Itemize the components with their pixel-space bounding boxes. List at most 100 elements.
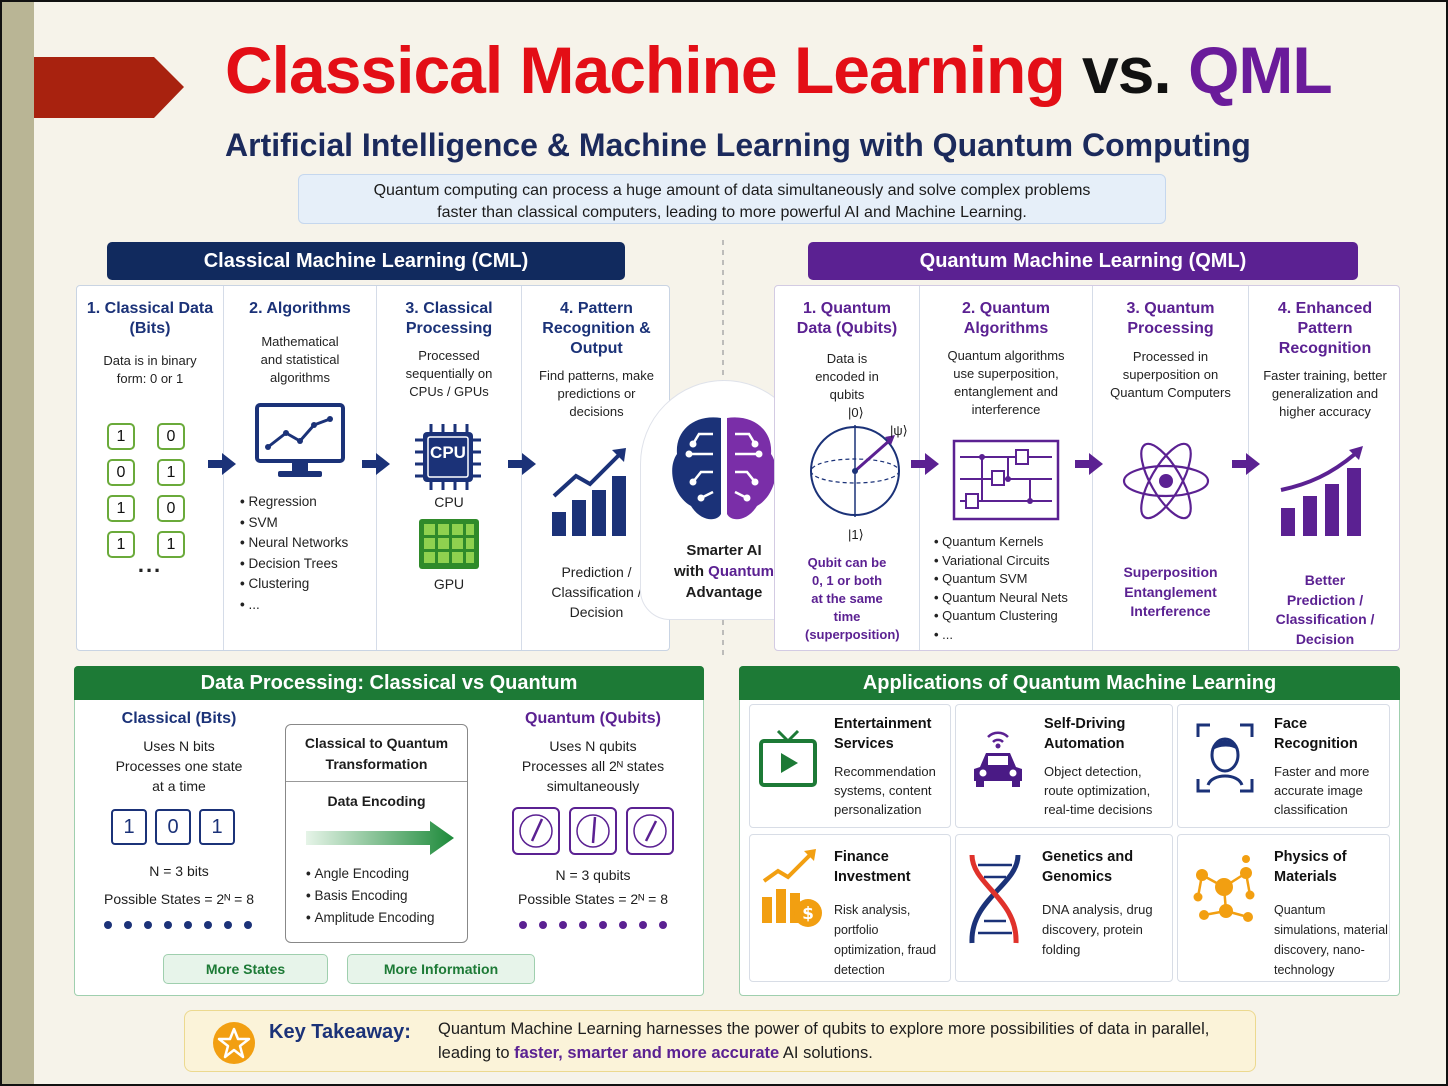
bit-box: 1 <box>111 809 147 845</box>
qml-col3-title: 3. Quantum Processing <box>1126 300 1215 337</box>
atom-icon <box>1122 442 1210 520</box>
list-item: Clustering <box>240 574 348 595</box>
qml-col4-title: 4. Enhanced Pattern Recognition <box>1277 300 1373 357</box>
more-states-button[interactable]: More States <box>163 954 328 984</box>
takeaway-emphasis: faster, smarter and more accurate <box>514 1044 780 1062</box>
app-title: Finance Investment <box>834 849 911 885</box>
molecule-icon <box>1193 855 1255 922</box>
list-item: Quantum Clustering <box>934 607 1068 626</box>
list-item: Quantum SVM <box>934 570 1068 589</box>
app-desc: Risk analysis, portfolio optimization, f… <box>834 903 937 977</box>
list-item: Basis Encoding <box>306 885 435 907</box>
takeaway-text: Quantum Machine Learning harnesses the p… <box>438 1017 1209 1065</box>
bit: 1 <box>157 459 185 486</box>
qml-processing-result: Superposition Entanglement Interference <box>1123 564 1218 619</box>
center-line-2a: with <box>673 563 709 580</box>
left-decorative-bar <box>2 2 34 1084</box>
face-scan-icon <box>1196 723 1254 793</box>
app-card-physics[interactable]: Physics of Materials Quantum simulations… <box>1177 834 1390 982</box>
bit: 1 <box>107 531 135 558</box>
app-title: Self-Driving Automation <box>1044 716 1126 752</box>
qml-col4-desc: Faster training, better generalization a… <box>1263 368 1387 419</box>
classical-line-2: Processes one state <box>115 758 243 774</box>
app-card-entertainment[interactable]: Entertainment Services Recommendation sy… <box>749 704 951 828</box>
cpu-chip-text: CPU <box>430 443 466 462</box>
list-item: Amplitude Encoding <box>306 907 434 929</box>
qml-col-algorithms: 2. Quantum Algorithms Quantum algorithms… <box>920 286 1093 650</box>
app-card-self-driving[interactable]: Self-Driving Automation Object detection… <box>955 704 1173 828</box>
qml-algorithm-list: Quantum Kernels Variational Circuits Qua… <box>934 533 1068 644</box>
cml-col2-desc: Mathematical and statistical algorithms <box>260 334 340 385</box>
list-item: Neural Networks <box>240 533 348 554</box>
classical-n-bits: N = 3 bits <box>149 863 209 879</box>
title-vs: vs. <box>1081 33 1172 107</box>
bit: 1 <box>107 495 135 522</box>
qml-col-output: 4. Enhanced Pattern Recognition Faster t… <box>1249 286 1401 650</box>
title-classical: Classical Machine Learning <box>225 33 1066 107</box>
app-title: Genetics and Genomics <box>1042 849 1134 885</box>
takeaway-line-2a: leading to <box>438 1044 515 1062</box>
qml-col-processing: 3. Quantum Processing Processed in super… <box>1093 286 1249 650</box>
qml-col1-desc: Data is encoded in qubits <box>815 351 879 402</box>
bit-box: 0 <box>155 809 191 845</box>
quantum-line-3: simultaneously <box>546 778 640 794</box>
cml-col3-title: 3. Classical Processing <box>405 300 493 337</box>
data-encoding-label: Data Encoding <box>327 793 426 809</box>
bit: 0 <box>157 423 185 450</box>
app-title: Face Recognition <box>1274 716 1358 752</box>
flow-arrow-icon <box>208 453 236 475</box>
purple-bar-growth-icon <box>1280 446 1363 536</box>
cml-col-algorithms: 2. Algorithms Mathematical and statistic… <box>224 286 377 650</box>
app-card-finance[interactable]: $ Finance Investment Risk analysis, port… <box>749 834 951 982</box>
red-arrow-tag <box>34 57 184 118</box>
quantum-qubits-title: Quantum (Qubits) <box>525 710 661 727</box>
flow-arrow-icon <box>362 453 390 475</box>
qml-output-result: Better Prediction / Classification / Dec… <box>1275 572 1375 647</box>
bloch-sphere-icon <box>810 425 900 517</box>
center-line-2b: Quantum <box>708 563 774 580</box>
car-icon <box>974 731 1022 787</box>
takeaway-line-2c: AI solutions. <box>779 1044 873 1062</box>
classical-dots <box>103 918 263 930</box>
list-item: ... <box>240 595 348 616</box>
takeaway-label: Key Takeaway: <box>269 1021 411 1043</box>
app-card-genetics[interactable]: Genetics and Genomics DNA analysis, drug… <box>955 834 1173 982</box>
app-desc: Object detection, route optimization, re… <box>1044 764 1153 817</box>
applications-heading: Applications of Quantum Machine Learning <box>739 666 1400 700</box>
svg-text:$: $ <box>802 904 814 924</box>
cml-col1-title: 1. Classical Data (Bits) <box>86 300 214 337</box>
quantum-n-qubits: N = 3 qubits <box>555 867 631 883</box>
center-caption: Smarter AI with Quantum Advantage <box>648 540 800 603</box>
app-card-face-recognition[interactable]: Face Recognition Faster and more accurat… <box>1177 704 1390 828</box>
qml-col2-title: 2. Quantum Algorithms <box>961 300 1050 337</box>
ket-psi: |ψ⟩ <box>890 423 908 438</box>
cml-col2-title: 2. Algorithms <box>249 300 351 317</box>
gpu-label: GPU <box>433 576 465 592</box>
cpu-icon <box>415 424 481 490</box>
qml-col1-title: 1. Quantum Data (Qubits) <box>796 300 898 337</box>
app-title: Entertainment Services <box>834 716 932 752</box>
transformation-title: Classical to Quantum Transformation <box>304 735 449 772</box>
center-line-1: Smarter AI <box>686 542 762 559</box>
quantum-dots <box>518 918 678 930</box>
bit: 1 <box>107 423 135 450</box>
dna-icon <box>969 854 1021 944</box>
app-title: Physics of Materials <box>1274 849 1347 885</box>
quantum-line-2: Processes all 2ᴺ states <box>521 758 665 774</box>
page-title: Classical Machine Learning vs. QML <box>225 32 1333 108</box>
more-information-button[interactable]: More Information <box>347 954 535 984</box>
qml-col3-desc: Processed in superposition on Quantum Co… <box>1110 349 1231 400</box>
key-takeaway-box: Key Takeaway: Quantum Machine Learning h… <box>184 1010 1256 1072</box>
bit-box: 1 <box>199 809 235 845</box>
cml-col1-desc: Data is in binary form: 0 or 1 <box>103 353 197 386</box>
flow-arrow-icon <box>1232 453 1260 475</box>
app-desc: Quantum simulations, material discovery,… <box>1274 903 1388 977</box>
bit: 1 <box>157 531 185 558</box>
intro-box: Quantum computing can process a huge amo… <box>298 174 1166 224</box>
list-item: SVM <box>240 513 348 534</box>
monitor-chart-icon <box>255 403 345 477</box>
ket-one: |1⟩ <box>848 527 864 542</box>
takeaway-line-1: Quantum Machine Learning harnesses the p… <box>438 1020 1210 1038</box>
cml-output-result: Prediction / Classification / Decision <box>551 564 642 620</box>
quantum-states: Possible States = 2ᴺ = 8 <box>517 891 668 907</box>
